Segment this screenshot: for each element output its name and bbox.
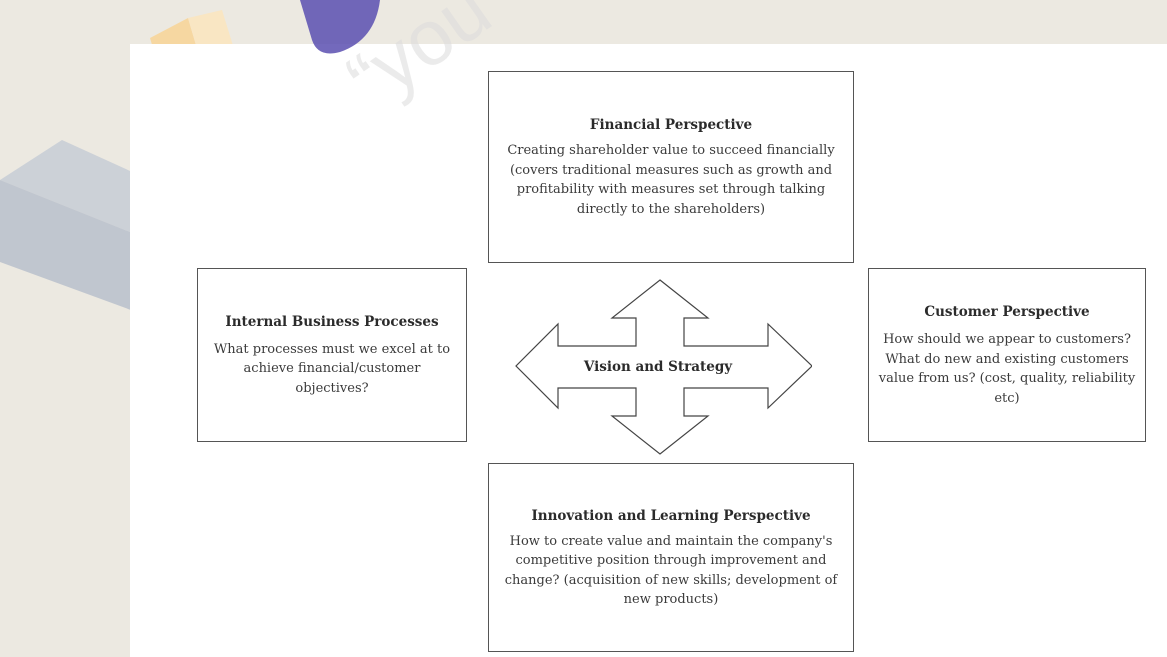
innovation-learning-box: Innovation and Learning Perspective How … — [488, 463, 854, 652]
vision-strategy-arrow — [515, 279, 812, 455]
four-way-arrow-icon — [515, 279, 812, 455]
internal-business-box: Internal Business Processes What process… — [197, 268, 467, 442]
financial-title: Financial Perspective — [589, 117, 753, 133]
customer-perspective-box: Customer Perspective How should we appea… — [868, 268, 1146, 442]
customer-title: Customer Perspective — [924, 304, 1090, 320]
financial-perspective-box: Financial Perspective Creating sharehold… — [488, 71, 854, 263]
internal-title: Internal Business Processes — [225, 313, 439, 330]
innovation-body: How to create value and maintain the com… — [504, 533, 838, 608]
center-label: Vision and Strategy — [583, 359, 733, 375]
decor-purple-blob — [300, 0, 380, 54]
innovation-title: Innovation and Learning Perspective — [531, 507, 811, 524]
internal-body: What processes must we excel at to achie… — [213, 341, 451, 396]
financial-body: Creating shareholder value to succeed fi… — [507, 143, 835, 217]
customer-body: How should we appear to customers? What … — [878, 332, 1136, 406]
